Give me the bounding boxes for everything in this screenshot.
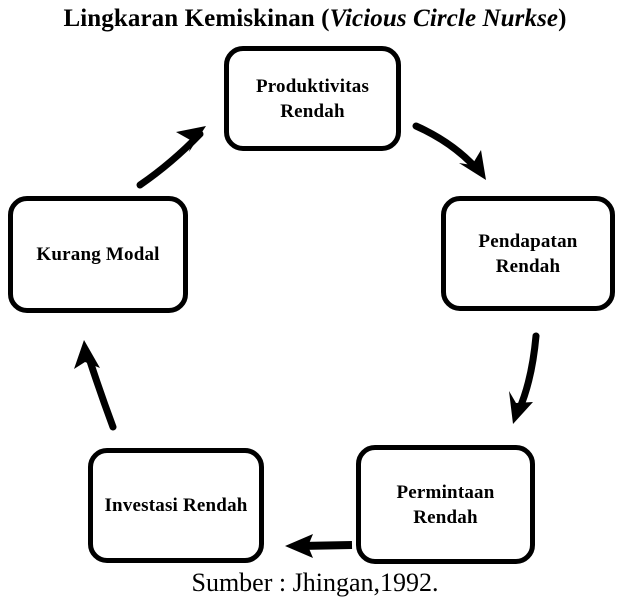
arrow-investasi-to-kurangmodal — [74, 340, 117, 431]
node-permintaan-rendah-label: Permintaan Rendah — [396, 481, 495, 528]
node-kurang-modal-label: Kurang Modal — [36, 244, 160, 265]
node-permintaan-rendah[interactable]: Permintaan Rendah — [356, 445, 535, 564]
title-prefix: Lingkaran Kemiskinan ( — [63, 5, 330, 32]
node-produktivitas-rendah-label: Produktivitas Rendah — [255, 75, 370, 122]
arrow-pendapatan-to-permintaan — [509, 332, 540, 424]
title-suffix: ) — [558, 5, 567, 32]
source-caption: Sumber : Jhingan,1992. — [191, 568, 439, 597]
node-investasi-rendah[interactable]: Investasi Rendah — [88, 448, 264, 563]
node-kurang-modal[interactable]: Kurang Modal — [8, 196, 188, 313]
title-latin-term: Vicious Circle Nurkse — [329, 5, 559, 32]
arrow-permintaan-to-investasi — [285, 534, 353, 558]
node-pendapatan-rendah-label: Pendapatan Rendah — [478, 230, 578, 277]
arrow-kurangmodal-to-produktivitas — [136, 126, 206, 189]
node-pendapatan-rendah[interactable]: Pendapatan Rendah — [441, 196, 615, 311]
node-produktivitas-rendah[interactable]: Produktivitas Rendah — [224, 46, 401, 151]
page-title: Lingkaran Kemiskinan (Vicious Circle Nur… — [0, 4, 630, 34]
node-investasi-rendah-label: Investasi Rendah — [104, 495, 248, 516]
arrow-produktivitas-to-pendapatan — [412, 122, 486, 180]
